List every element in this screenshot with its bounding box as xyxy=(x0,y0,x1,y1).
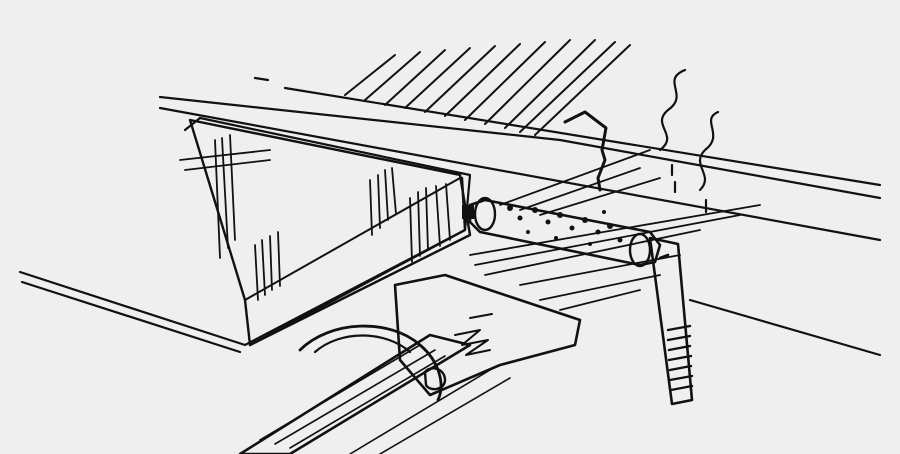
crank-handle xyxy=(648,236,694,406)
presser-foot xyxy=(393,273,582,397)
heating-rod xyxy=(462,196,662,268)
step-wire xyxy=(563,110,608,192)
wedge-block xyxy=(179,118,472,347)
curved-bracket xyxy=(298,324,447,402)
motion-lines xyxy=(469,149,761,311)
bottom-rail xyxy=(238,333,511,454)
back-hatch-panel xyxy=(344,39,631,136)
heat-waves xyxy=(658,68,720,214)
table-edges xyxy=(158,76,882,357)
